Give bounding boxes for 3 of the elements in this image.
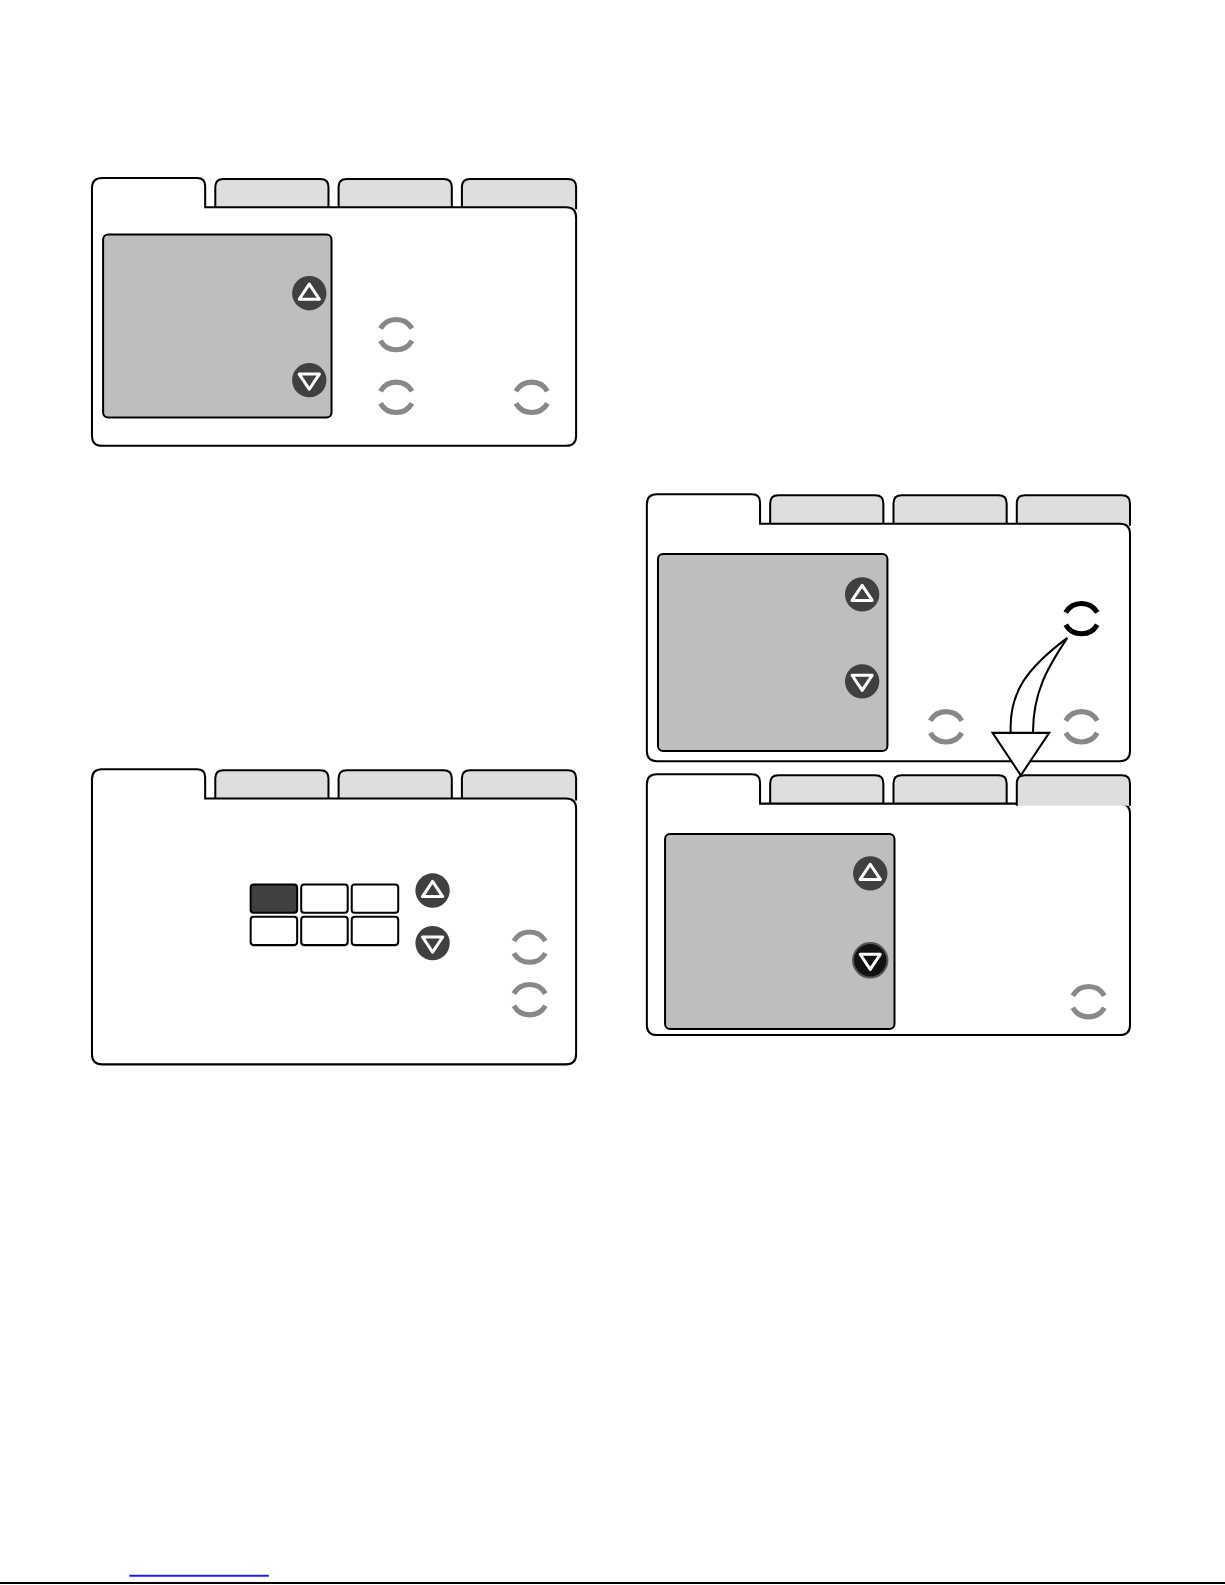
arrow bbox=[991, 636, 1069, 777]
tab bbox=[1015, 774, 1131, 807]
round-button-icon bbox=[1063, 601, 1100, 637]
